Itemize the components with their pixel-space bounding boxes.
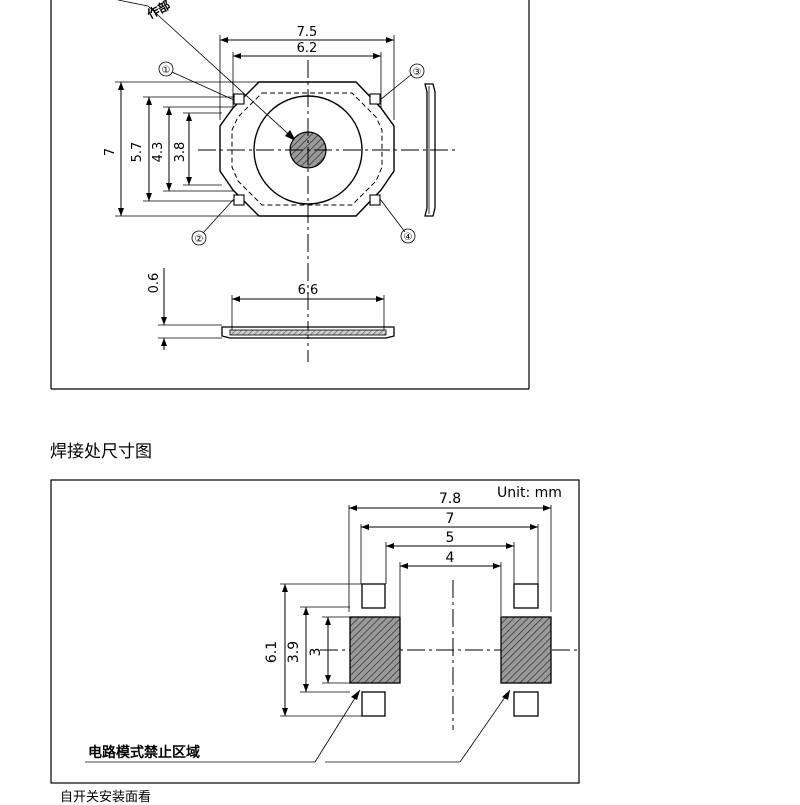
operation-part-label: 作部 <box>144 0 172 22</box>
dim-3-8-label: 3.8 <box>173 142 188 163</box>
top-drawing-frame <box>50 0 530 390</box>
pin-4-label: ④ <box>404 232 413 243</box>
side-profile <box>424 83 436 217</box>
dim-3-label: 3 <box>308 648 324 657</box>
dim-height-top <box>115 81 259 217</box>
dim-4-3-label: 4.3 <box>151 142 166 163</box>
operation-part-leader <box>117 0 297 142</box>
section-title: 焊接处尺寸图 <box>50 442 152 462</box>
keepout-label: 电路模式禁止区域 <box>88 744 200 761</box>
pad-drawing-frame <box>50 479 580 784</box>
dim-7-pad-label: 7 <box>446 511 455 527</box>
pad-layout <box>85 505 580 763</box>
dim-0-6-label: 0.6 <box>147 273 162 294</box>
dim-4-label: 4 <box>446 550 455 566</box>
dim-7-8-label: 7.8 <box>439 491 461 507</box>
dim-7-label: 7 <box>103 148 118 156</box>
dim-6-2-label: 6.2 <box>297 41 318 56</box>
dim-7-5-label: 7.5 <box>297 25 318 40</box>
switch-body <box>198 60 455 362</box>
footer-note: 自开关安装面看 <box>60 790 152 805</box>
pin-1-label: ① <box>162 65 171 76</box>
dim-5-label: 5 <box>446 530 455 546</box>
side-view-bottom <box>158 268 395 350</box>
dim-6-6-label: 6.6 <box>298 283 319 298</box>
dim-width-top <box>219 35 395 120</box>
pin-callout-leaders <box>158 61 425 246</box>
unit-label: Unit: mm <box>497 485 562 501</box>
pin-3-label: ③ <box>413 67 422 78</box>
dim-5-7-label: 5.7 <box>130 142 145 163</box>
dim-3-9-label: 3.9 <box>286 641 302 663</box>
dim-6-1-label: 6.1 <box>264 641 280 663</box>
pin-2-label: ② <box>195 234 204 245</box>
